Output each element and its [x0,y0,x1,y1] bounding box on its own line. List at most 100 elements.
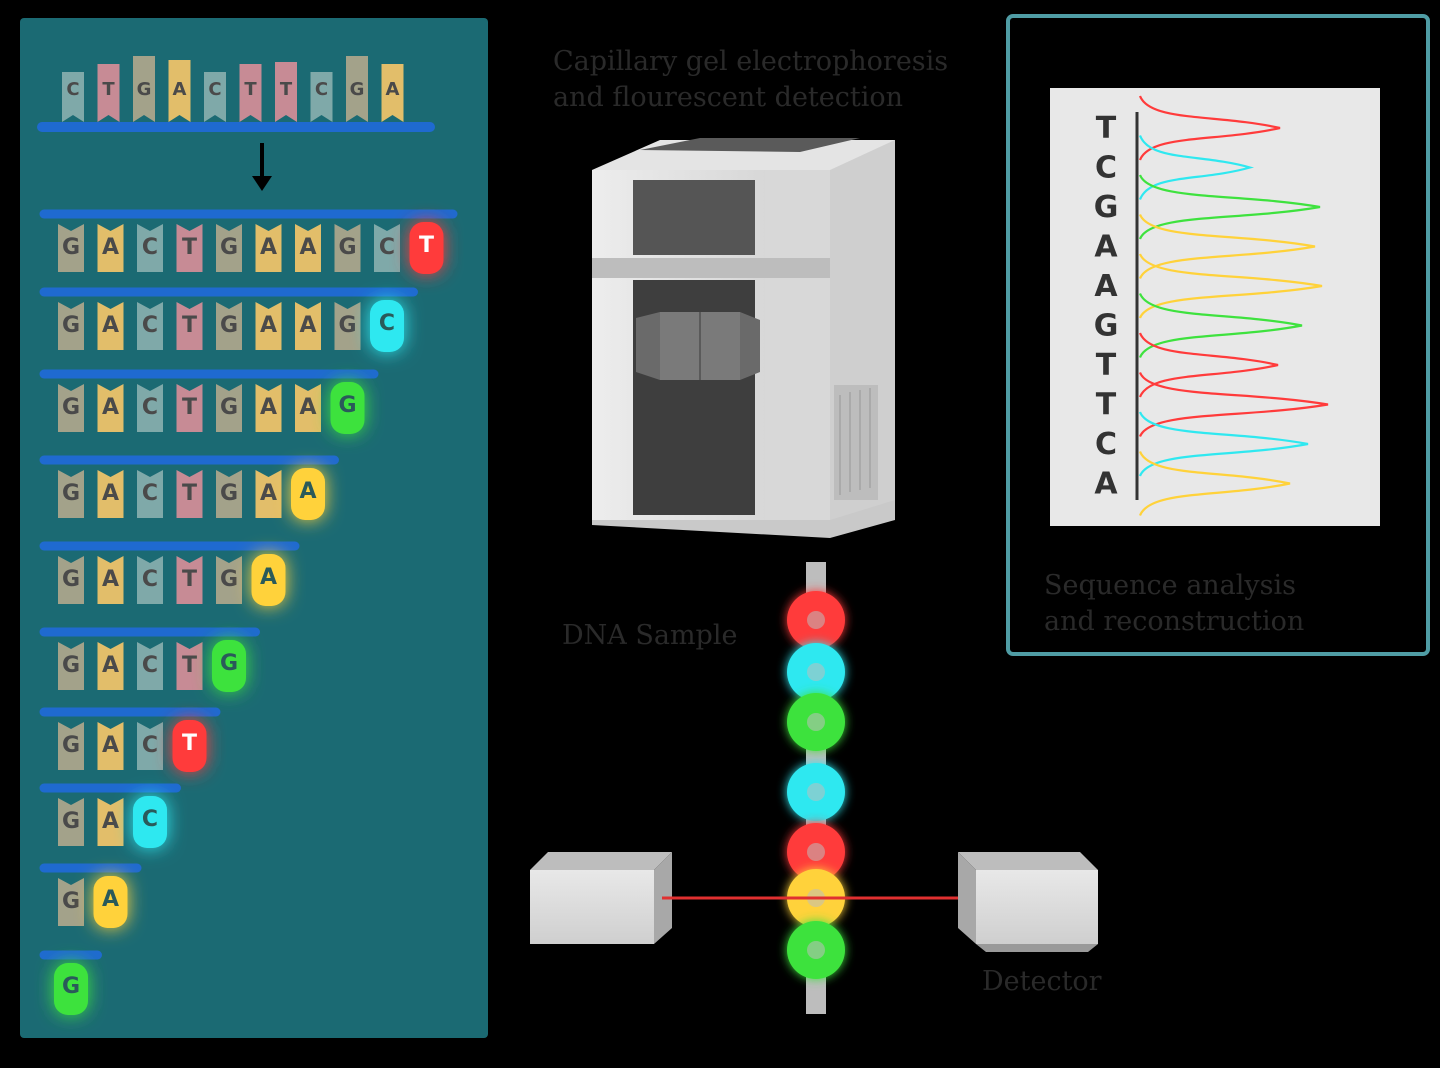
template-base-5 [239,64,262,122]
electrophoresis-label-line2: and flourescent detection [553,82,903,113]
fragment-base [137,384,163,432]
fragment-terminator-label: G [338,393,356,418]
chromatogram-peak [1138,451,1291,516]
fragment-terminator-dye [251,554,286,606]
fragment-terminator-label: T [419,233,434,258]
capillary-fragment-dot [787,921,845,979]
template-base-1 [97,64,120,122]
chromatogram-peak [1138,253,1323,319]
fragment-base [334,224,361,272]
template-base-label-5: T [244,79,257,100]
template-base-label-2: G [137,79,152,100]
fragment-base [216,302,242,350]
fragment-base [334,302,361,350]
fragment-base-label: G [62,567,80,592]
capillary-fragment-dot [787,763,845,821]
fragment-terminator-dye [133,796,167,848]
chromatogram-letter: T [1096,348,1117,383]
fragment-base [255,384,282,432]
fragment-base-label: A [102,235,119,260]
fragment-terminator-label: C [379,311,395,336]
fragment-terminator-label: A [299,479,316,504]
fragment-base [58,798,84,846]
fragment-base [97,642,124,690]
fragments-panel [20,18,488,1038]
fragment-base-label: C [142,481,158,506]
fragment-base-label: C [142,235,158,260]
fragment-base [255,470,282,518]
chromatogram-peak [1138,135,1255,200]
chromatogram-letter: A [1094,467,1118,502]
fragment-base [216,470,242,518]
fragment-base [58,722,84,770]
chromatogram-peak [1138,332,1279,398]
chromatogram-letter: C [1095,427,1117,462]
fragment-base-label: A [299,395,316,420]
fragment-base [58,878,84,926]
fragment-base-label: G [220,567,238,592]
fragment-base-label: A [260,313,277,338]
fragment-base [97,798,124,846]
electrophoresis-label-line1: Capillary gel electrophoresis [553,46,948,77]
fragment-base-label: G [220,481,238,506]
fragment-terminator-dye [370,300,404,352]
fragment-base [295,384,321,432]
chromatogram-letter: A [1094,230,1118,265]
fragment-base-label: A [102,481,119,506]
fragment-base-label: G [220,395,238,420]
fragment-base-label: G [62,889,80,914]
fragment-base [97,470,124,518]
fragment-base-label: G [62,809,80,834]
template-base-4 [204,72,226,122]
fragment-base-label: A [102,567,119,592]
fragment-base [176,224,203,272]
capillary-fragment-dot [787,643,845,701]
fragment-base-label: G [220,313,238,338]
chromatogram-letter: A [1094,269,1118,304]
chromatogram-letter: C [1095,151,1117,186]
fragment-base-label: A [299,313,316,338]
fragment-base [97,722,124,770]
analysis-label-line2: and reconstruction [1044,606,1304,637]
fragment-terminator-dye [212,640,246,692]
fragment-base-label: C [379,235,395,260]
template-base-8 [346,56,368,122]
fragment-terminator-dye [409,222,444,274]
template-base-label-6: T [280,79,293,100]
template-base-label-7: C [315,79,328,100]
analysis-label-line1: Sequence analysis [1044,570,1296,601]
fragment-terminator-label: G [62,974,80,999]
fragment-base [58,470,84,518]
fragment-base-label: A [102,395,119,420]
fragment-base [216,224,242,272]
template-base-label-0: C [66,79,79,100]
fragment-base [295,302,321,350]
fragment-base-label: G [62,395,80,420]
fragment-base-label: T [182,313,197,338]
chromatogram-peak [1138,411,1309,477]
fragment-base-label: G [220,235,238,260]
fragment-base [137,642,163,690]
fragment-base-label: T [182,567,197,592]
fragment-base-label: A [260,481,277,506]
template-base-0 [62,72,84,122]
fragment-base-label: A [102,313,119,338]
capillary-fragment-dot [787,591,845,649]
fragment-base-label: G [62,235,80,260]
fragment-base-label: G [62,313,80,338]
fragment-base-label: G [62,653,80,678]
fragment-base-label: A [299,235,316,260]
template-base-label-4: C [208,79,221,100]
fragment-base [295,224,321,272]
fragment-terminator-label: C [142,807,158,832]
fragment-base [176,302,203,350]
fragment-base-label: A [102,733,119,758]
template-base-9 [381,64,404,122]
chromatogram-peaks [1138,95,1329,516]
capillary-fragment-dot [787,693,845,751]
chromatogram-letter: T [1096,388,1117,423]
fragment-base [176,642,203,690]
